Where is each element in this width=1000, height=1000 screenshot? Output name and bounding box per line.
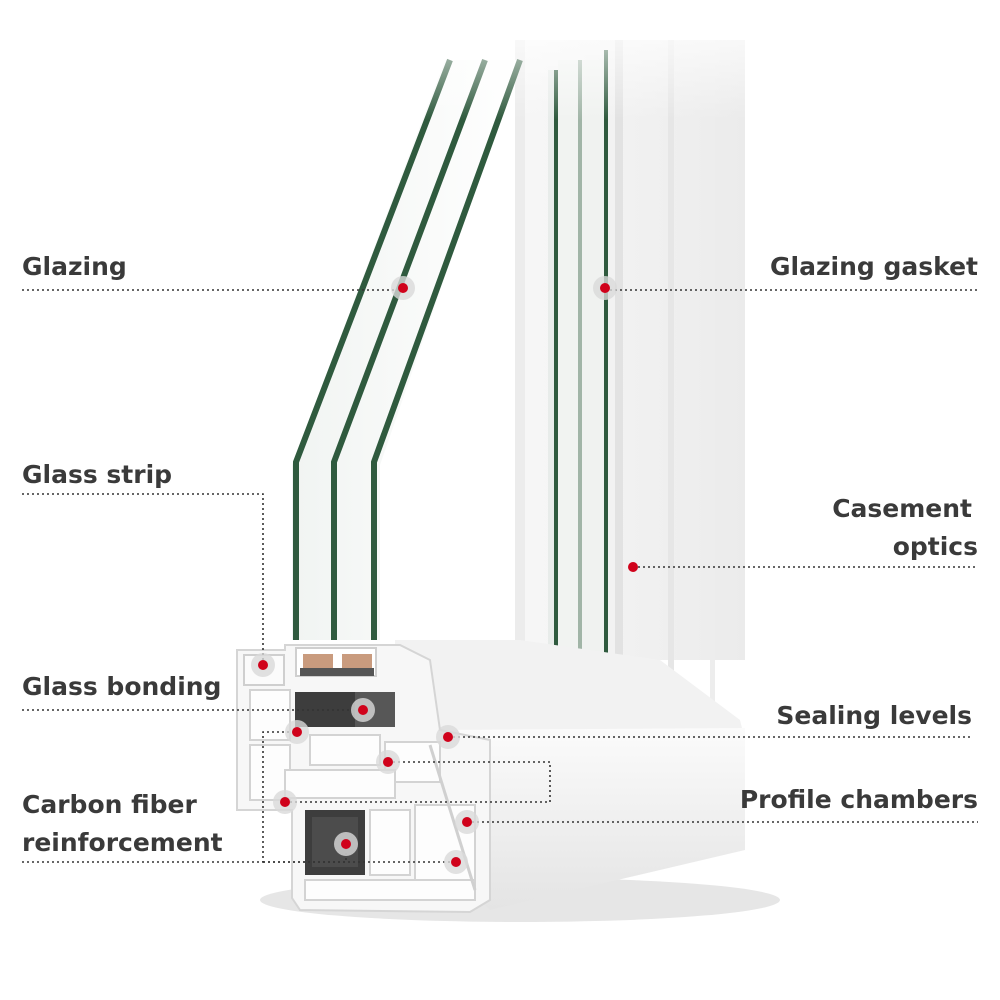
marker-sealing-3 [273, 790, 297, 814]
label-casement-line2: optics [892, 532, 978, 561]
label-glazing: Glazing [22, 252, 127, 281]
marker-carbon-upper [285, 720, 309, 744]
label-glass-bonding: Glass bonding [22, 672, 222, 701]
marker-sealing-1 [436, 725, 460, 749]
glass-panes [292, 58, 523, 640]
sill-top [395, 640, 745, 740]
sill-front [440, 728, 745, 910]
leader-carbon [22, 731, 297, 863]
label-casement-line1: Casement [832, 494, 972, 523]
label-profile-chambers: Profile chambers [739, 785, 978, 814]
leader-glass-strip [22, 493, 264, 665]
marker-glazing-gasket [593, 276, 617, 300]
markers [251, 276, 638, 874]
leader-sealing-2 [285, 761, 551, 803]
vertical-frame [515, 40, 745, 730]
marker-casement-optics [628, 562, 638, 572]
profile-cross-section [236, 644, 491, 914]
marker-sealing-2 [376, 750, 400, 774]
marker-glazing [391, 276, 415, 300]
leader-lines [22, 289, 978, 863]
label-sealing-levels: Sealing levels [776, 701, 972, 730]
marker-carbon-lower [334, 832, 358, 856]
marker-profile-1 [455, 810, 479, 834]
label-glass-strip: Glass strip [22, 460, 173, 489]
marker-glass-strip [251, 653, 275, 677]
label-carbon-line2: reinforcement [22, 828, 223, 857]
marker-profile-2 [444, 850, 468, 874]
top-fade [200, 0, 800, 120]
marker-glass-bonding [351, 698, 375, 722]
label-glazing-gasket: Glazing gasket [770, 252, 978, 281]
label-carbon-line1: Carbon fiber [22, 790, 197, 819]
